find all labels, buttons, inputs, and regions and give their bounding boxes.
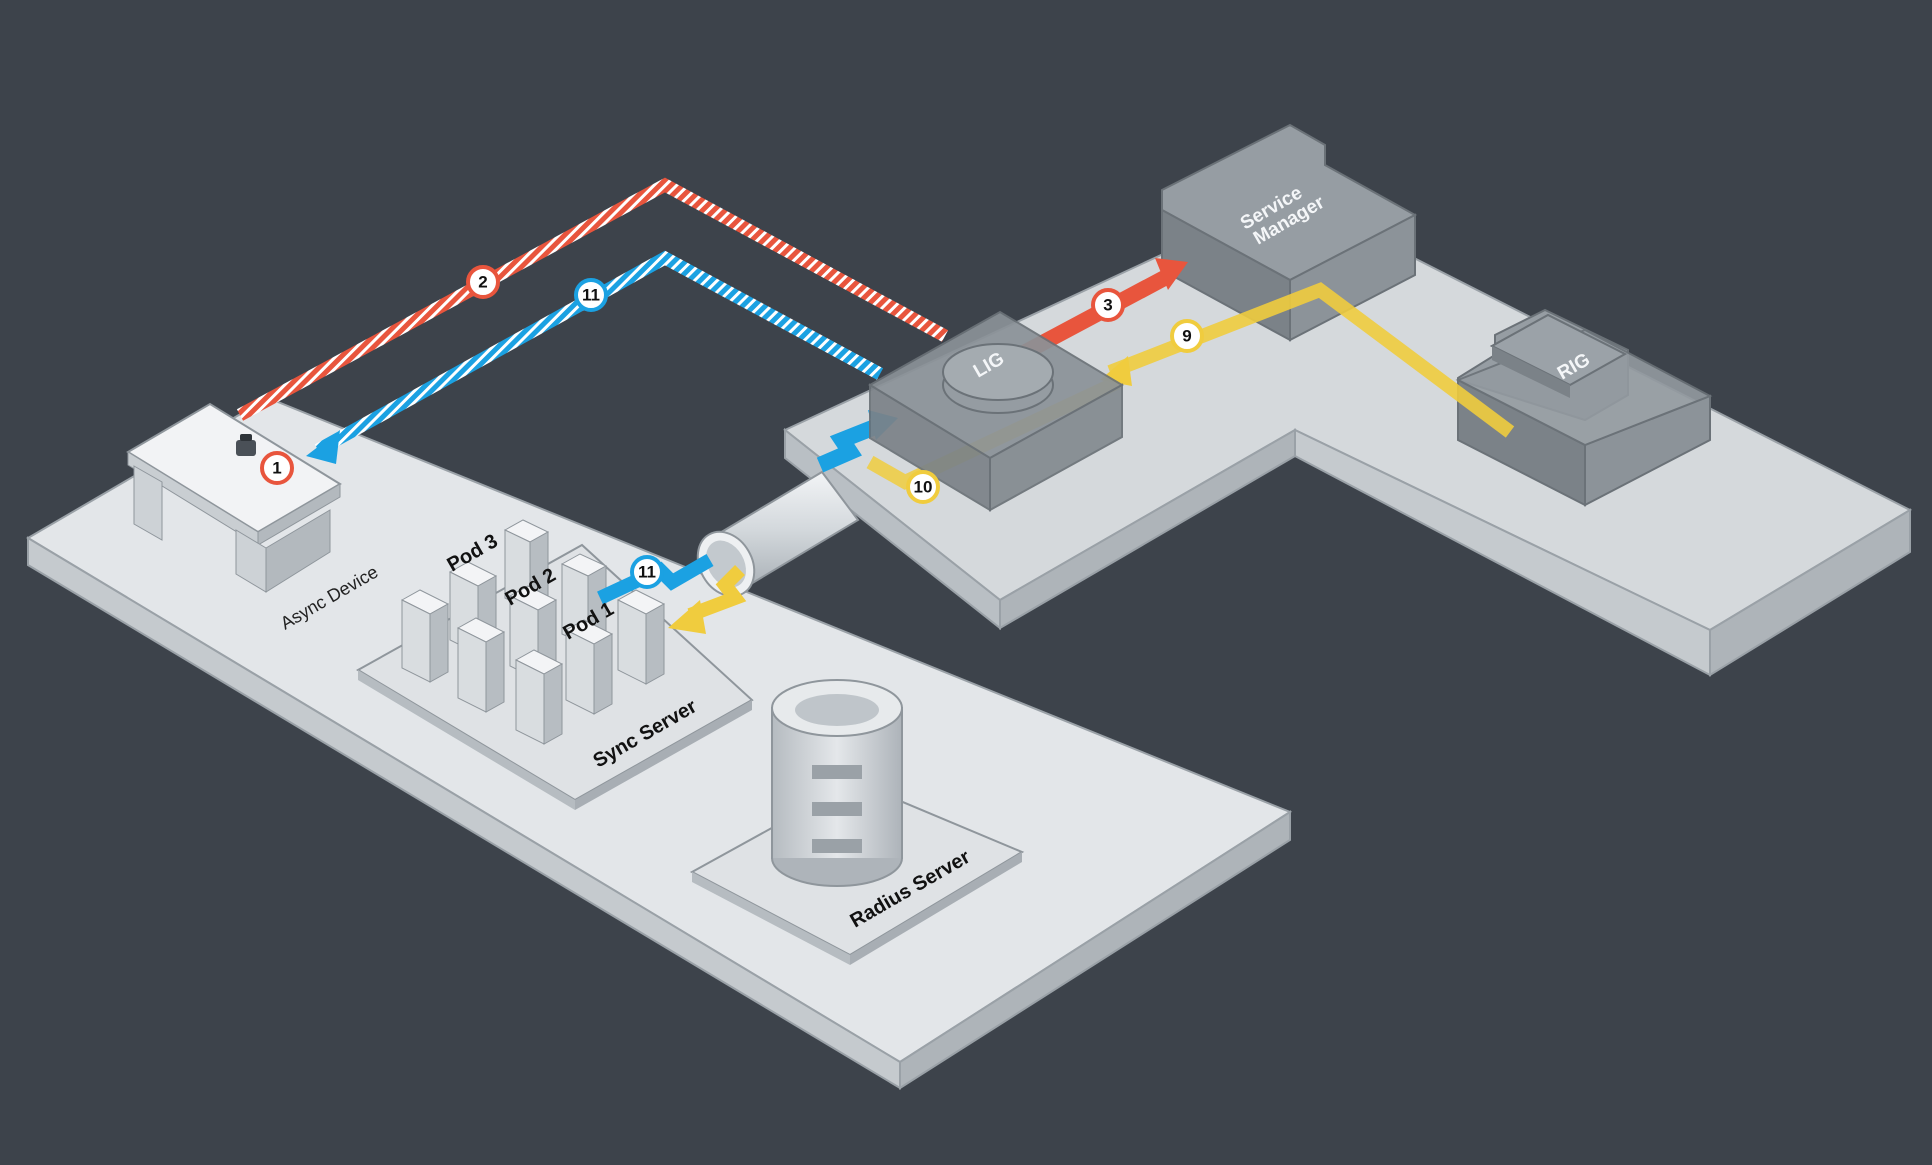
- response-flow-path: [306, 250, 884, 464]
- pod-server-racks: [400, 519, 666, 745]
- step-badge-1: 1: [260, 451, 294, 485]
- step-badge-1-text: 1: [272, 459, 281, 478]
- server-rack-icon: [456, 617, 506, 713]
- step-badge-11-lower-text: 11: [638, 563, 656, 582]
- step-badge-11-upper-text: 11: [582, 286, 600, 305]
- right-platform: [783, 193, 1913, 677]
- server-rack-icon: [514, 649, 564, 745]
- step-badge-11-upper: 11: [574, 278, 608, 312]
- database-cylinder-icon: [771, 679, 903, 887]
- step-badge-3-text: 3: [1103, 296, 1112, 315]
- step-badge-11-lower: 11: [630, 555, 664, 589]
- step-badge-3: 3: [1091, 288, 1125, 322]
- step-badge-10-text: 10: [914, 478, 933, 497]
- step-badge-10: 10: [906, 470, 940, 504]
- step-badge-9-text: 9: [1182, 327, 1191, 346]
- phone-icon: [236, 434, 256, 456]
- server-rack-icon: [400, 589, 450, 683]
- lig-box: [868, 310, 1125, 512]
- blue-arrow-pods: [597, 553, 714, 605]
- desk-icon: [126, 402, 342, 593]
- server-rack-icon: [616, 589, 666, 685]
- step-badge-2-text: 2: [478, 273, 487, 292]
- rig-box: [1455, 308, 1713, 507]
- server-rack-icon: [564, 619, 614, 715]
- conduit-tube: [696, 470, 860, 598]
- request-flow-path: [236, 177, 949, 421]
- step-badge-9: 9: [1170, 319, 1204, 353]
- step-badge-2: 2: [466, 265, 500, 299]
